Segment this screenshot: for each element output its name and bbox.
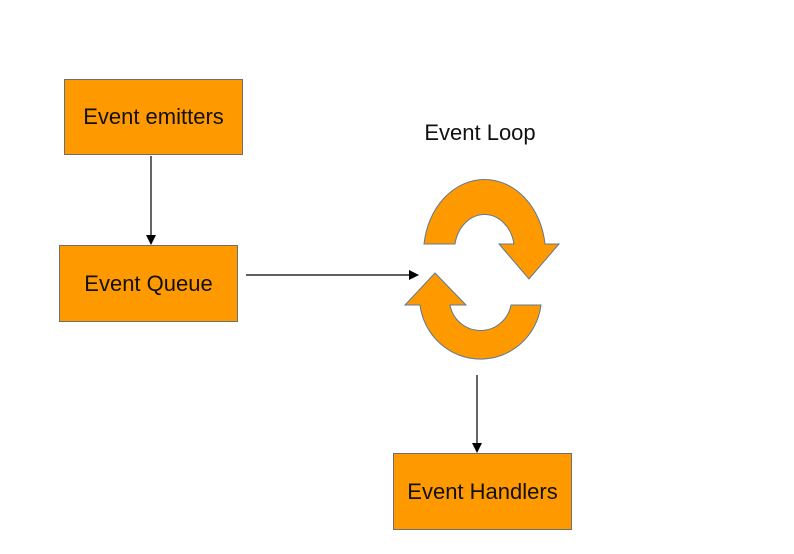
node-label: Event emitters xyxy=(83,104,224,129)
node-label: Event Handlers xyxy=(407,478,558,504)
circular-arrows-icon xyxy=(403,178,561,360)
upper-loop-arrow xyxy=(423,178,561,280)
event-loop-title: Event Loop xyxy=(424,120,536,145)
node-label: Event Queue xyxy=(84,270,213,296)
node-event-emitters: Event emitters xyxy=(64,79,243,155)
node-event-handlers: Event Handlers xyxy=(393,453,572,530)
node-event-queue: Event Queue xyxy=(59,245,238,322)
lower-loop-arrow xyxy=(403,272,542,360)
